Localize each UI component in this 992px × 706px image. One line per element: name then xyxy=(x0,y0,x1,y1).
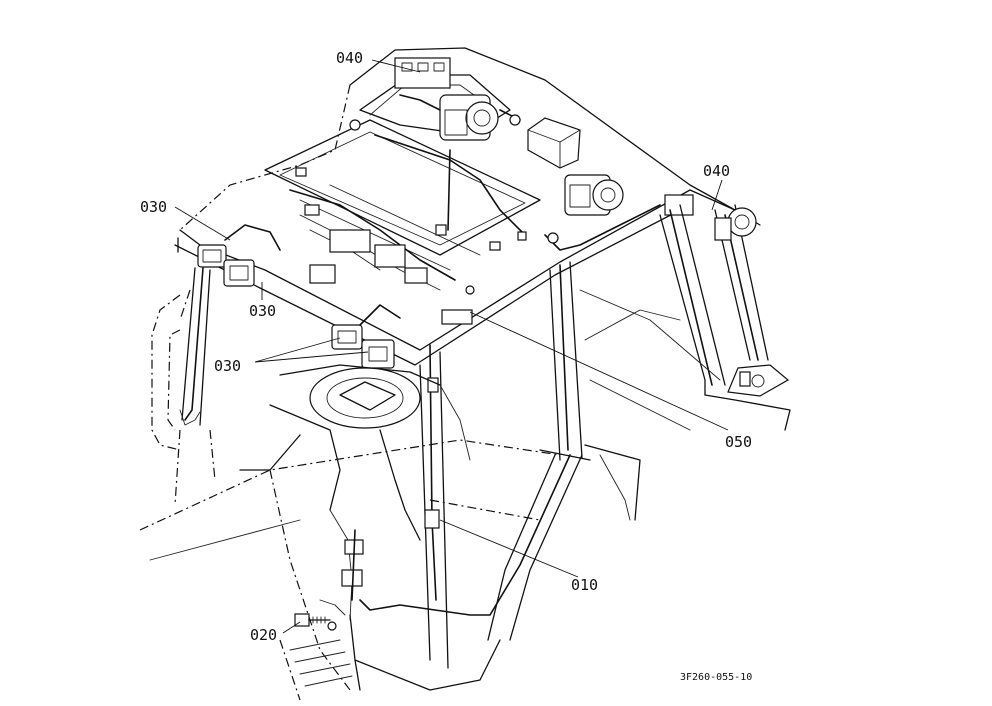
roof-fan-motor-right xyxy=(564,174,624,216)
callout-020: 020 xyxy=(250,626,277,644)
chassis-hatching xyxy=(279,639,353,701)
ground-bolt xyxy=(294,599,346,631)
rear-work-lamp xyxy=(704,207,791,431)
callout-040-top: 040 xyxy=(336,49,363,67)
callout-030-upper: 030 xyxy=(140,198,167,216)
callout-030-lower: 030 xyxy=(214,357,241,375)
harness-connectors xyxy=(295,57,694,295)
callout-030-mid: 030 xyxy=(249,302,276,320)
callout-050: 050 xyxy=(725,433,752,451)
roof-fan-motor-left xyxy=(439,94,499,141)
cab-side-right xyxy=(539,289,721,521)
cab-floor xyxy=(139,439,561,691)
front-pillar-left xyxy=(179,267,211,426)
leader-lines xyxy=(174,59,729,634)
figure-code: 3F260-055-10 xyxy=(680,672,752,683)
dashboard-steering xyxy=(239,364,471,541)
roof-lamp-box xyxy=(527,117,581,169)
callout-040-right: 040 xyxy=(703,162,730,180)
front-pillar-right xyxy=(419,344,449,669)
callout-010: 010 xyxy=(571,576,598,594)
left-handrail xyxy=(151,289,216,506)
work-lamps-front xyxy=(197,224,473,369)
